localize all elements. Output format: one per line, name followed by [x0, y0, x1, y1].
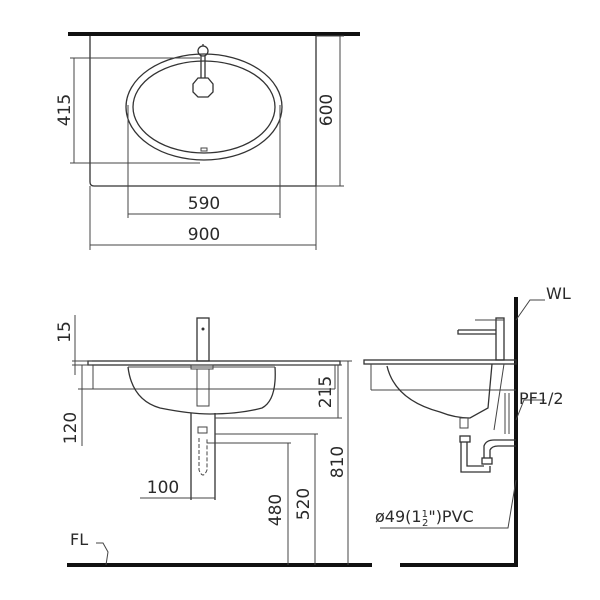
floor-label: FL	[70, 530, 88, 549]
dim-rim-height: 810	[328, 446, 348, 478]
dim-apron-height: 120	[61, 412, 81, 444]
supply-label: PF1/2	[519, 389, 564, 408]
faucet-front-icon	[196, 317, 210, 362]
front-view: FL 15 120 215 810	[55, 315, 370, 567]
trap-icon	[198, 438, 208, 476]
dim-bowl-depth-front: 215	[316, 376, 336, 408]
bowl-rim-inner	[132, 60, 276, 154]
dim-trap-outlet-height: 480	[266, 494, 286, 526]
dim-waste-spacing: 100	[147, 478, 179, 498]
bowl-rim-outer	[125, 53, 283, 161]
countertop-side	[363, 359, 517, 365]
countertop-outline	[89, 36, 317, 187]
dim-bowl-width: 590	[188, 194, 220, 214]
drain-pipe-side	[459, 417, 516, 473]
bowl-section	[127, 366, 276, 415]
dim-bowl-depth: 415	[55, 94, 75, 126]
faucet-plan-icon	[192, 44, 214, 98]
drain-icon	[200, 147, 208, 152]
wall-label: WL	[546, 284, 571, 303]
dim-deck-thickness: 15	[55, 321, 75, 343]
wall-leader	[515, 299, 545, 321]
dim-depth-overall: 600	[317, 94, 337, 126]
supply-leader	[515, 399, 545, 421]
floor-leader	[96, 542, 109, 566]
dim-drain-height: 520	[294, 488, 314, 520]
bowl-side-section	[386, 363, 493, 419]
dim-overall-width: 900	[188, 225, 220, 245]
faucet-side-icon	[457, 317, 505, 361]
drain-leader	[380, 479, 517, 529]
countertop-front	[87, 360, 341, 366]
plan-view: 415 600 590 900	[55, 32, 360, 250]
